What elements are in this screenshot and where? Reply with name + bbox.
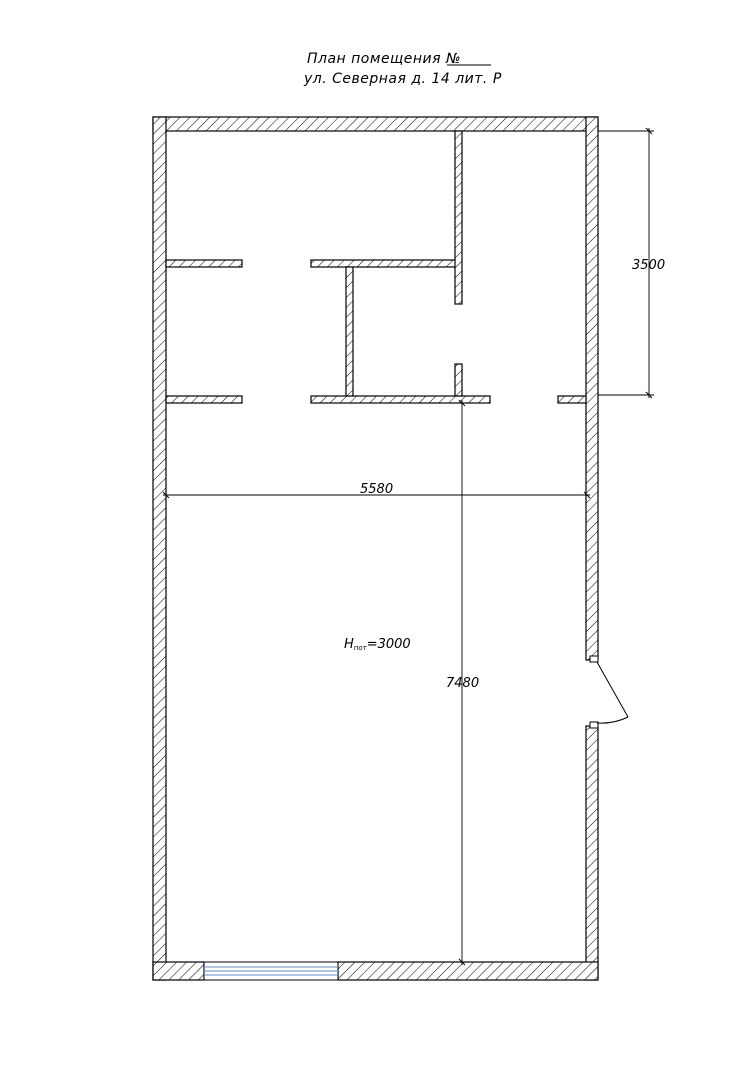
room-height-prefix: H [344, 637, 354, 652]
dimension-3500: 3500 [632, 258, 665, 273]
title-line-1: План помещения № [307, 51, 461, 67]
outer-walls [152, 116, 599, 981]
dimension-7480: 7480 [446, 676, 479, 691]
dimension-5580: 5580 [360, 482, 393, 497]
door [589, 655, 629, 729]
interior-partitions [165, 130, 587, 404]
partition-vertical-stub [454, 363, 463, 397]
door-leaf [596, 661, 629, 718]
wall-left [152, 116, 167, 981]
room-height-label: Hпот=3000 [344, 637, 411, 652]
partition-vertical-top [454, 130, 463, 305]
wall-right-lower [585, 725, 599, 981]
partition-lower-right [557, 395, 587, 404]
partition-lower-middle [310, 395, 491, 404]
room-height-value: =3000 [367, 637, 411, 652]
partition-vertical-small [345, 266, 354, 397]
partition-lower-left [165, 395, 243, 404]
wall-bottom-right [337, 961, 599, 981]
plan-title: План помещения № ул. Северная д. 14 лит.… [303, 51, 502, 87]
partition-upper-middle [310, 259, 457, 268]
room-height-subscript: пот [354, 644, 368, 652]
wall-top [152, 116, 599, 132]
wall-bottom-left [152, 961, 205, 981]
title-line-2: ул. Северная д. 14 лит. Р [303, 71, 502, 87]
window [203, 961, 339, 981]
wall-right-upper [585, 116, 599, 661]
partition-upper-left [165, 259, 243, 268]
dimension-lines [162, 127, 654, 966]
door-swing-arc [596, 716, 629, 724]
